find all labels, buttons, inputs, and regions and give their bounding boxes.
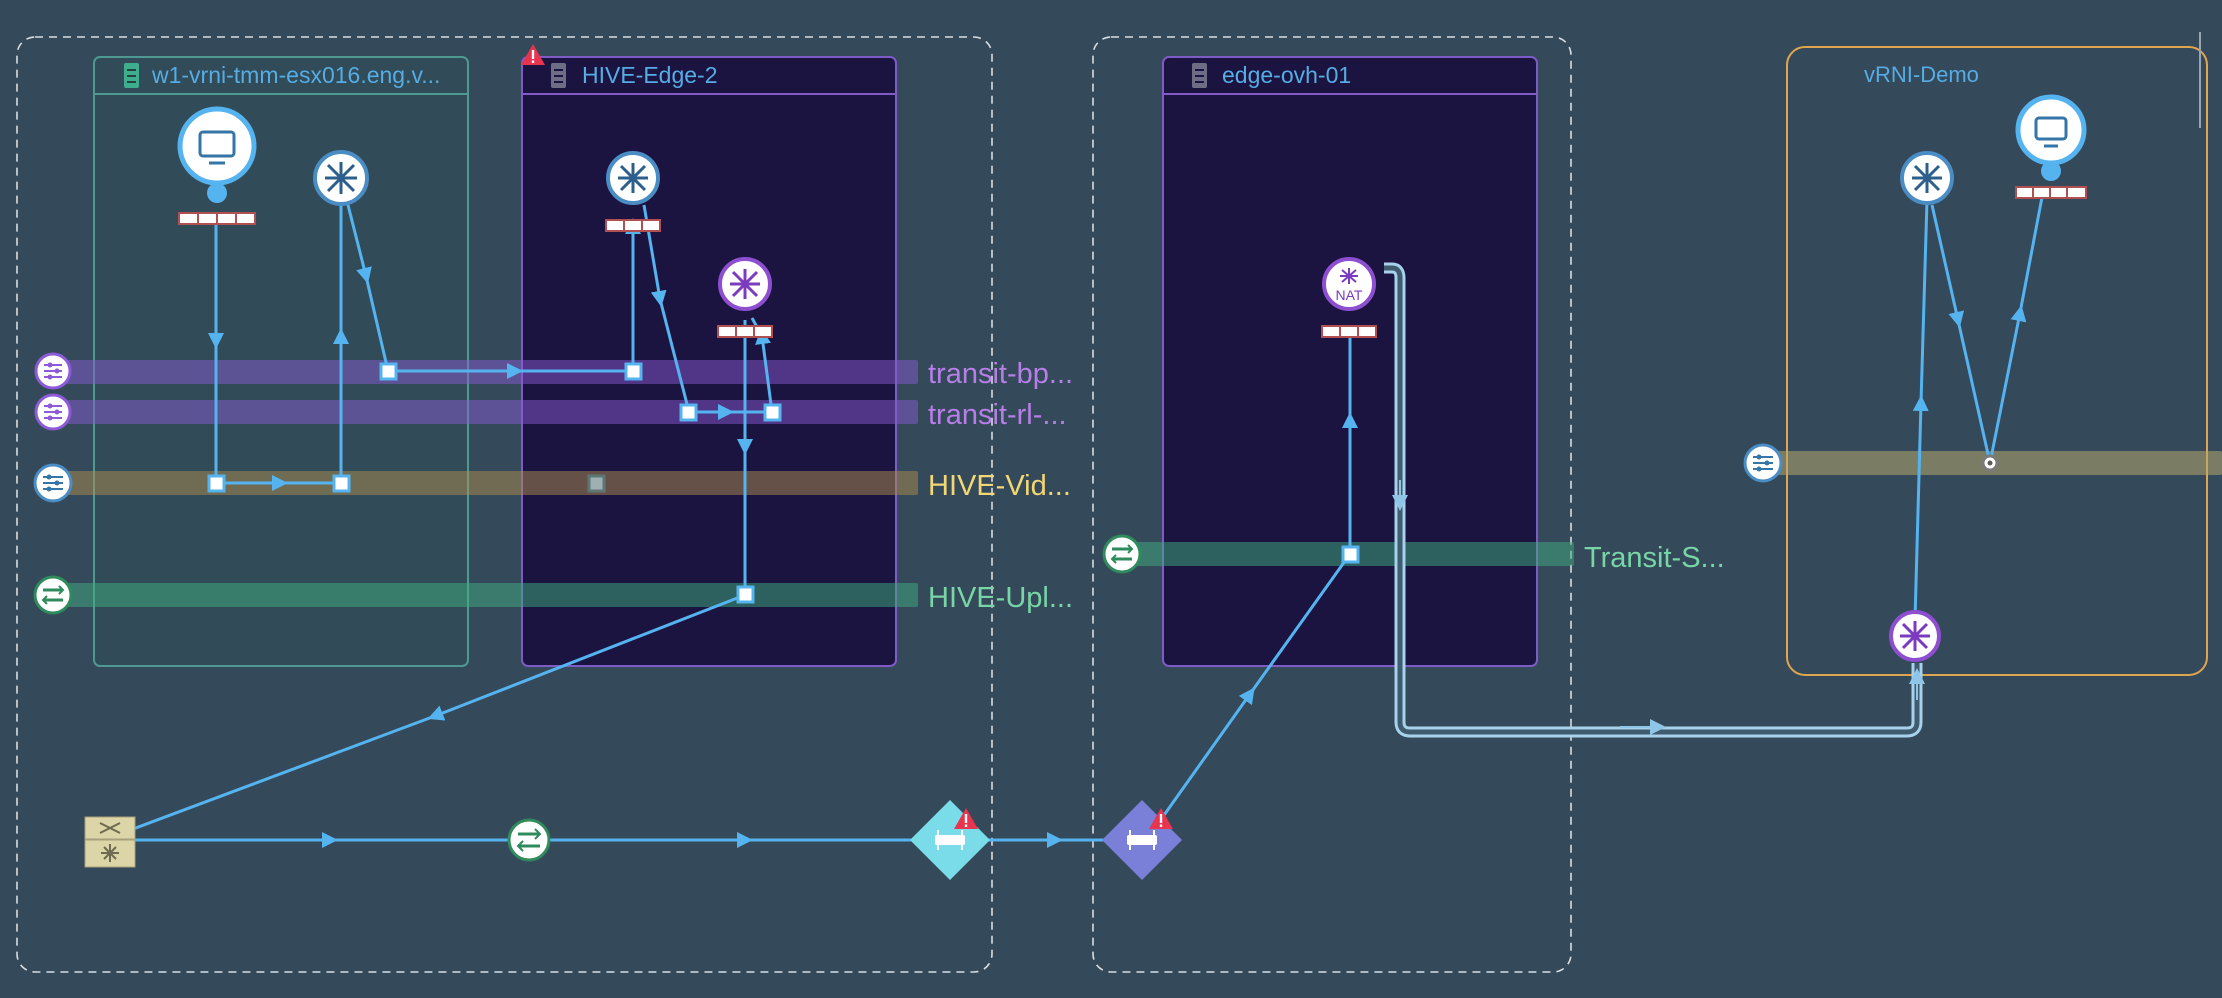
host-server-icon	[124, 63, 139, 88]
warning-icon	[954, 808, 978, 829]
group-boundary-left	[16, 36, 993, 973]
segment-label-transit-bp: transit-bp...	[928, 358, 1073, 390]
segment-label-hive-upl: HIVE-Upl...	[928, 582, 1073, 614]
firewall-bar	[1321, 325, 1377, 338]
switch-icon[interactable]	[33, 575, 73, 615]
firewall-bar	[717, 325, 773, 338]
flow-line	[1919, 199, 1929, 404]
host-esx016-title: w1-vrni-tmm-esx016.eng.v...	[151, 62, 440, 88]
flow-line	[346, 204, 372, 284]
flow-line	[1930, 204, 1965, 328]
firewall-bar	[605, 219, 661, 232]
warning-icon	[1149, 808, 1173, 829]
port-inactive	[587, 474, 606, 493]
port[interactable]	[207, 474, 226, 493]
firewall-bar	[2015, 186, 2087, 199]
port[interactable]	[736, 585, 755, 604]
host-vrni-demo-title: vRNI-Demo	[1864, 62, 1979, 87]
vm-monitor-icon[interactable]	[2015, 94, 2087, 181]
port[interactable]	[1341, 545, 1360, 564]
segment-band-hive-upl[interactable]	[42, 583, 918, 607]
host-vrni-demo[interactable]: vRNI-Demo	[1786, 46, 2208, 676]
host-hive-edge-2-title: HIVE-Edge-2	[582, 62, 718, 88]
port[interactable]	[763, 403, 782, 422]
host-edge-ovh-01-title: edge-ovh-01	[1222, 62, 1351, 88]
group-boundary-middle	[1092, 36, 1572, 973]
firewall-bar	[178, 212, 256, 225]
flow-line	[1956, 305, 2027, 464]
segment-icon[interactable]	[34, 352, 72, 390]
nat-label: NAT	[1336, 287, 1363, 303]
port[interactable]	[679, 403, 698, 422]
tunnel-path-inner	[1384, 265, 1920, 735]
segment-label-transit-rl: transit-rl-...	[928, 399, 1067, 431]
router-icon[interactable]	[1900, 151, 1954, 205]
segment-icon[interactable]	[33, 463, 73, 503]
segment-icon[interactable]	[34, 393, 72, 431]
flow-line	[1912, 395, 1929, 621]
switch-icon[interactable]	[507, 818, 551, 862]
router-icon[interactable]	[606, 151, 660, 205]
host-hive-edge-2[interactable]: HIVE-Edge-2	[521, 56, 897, 667]
edge-gateway-icon[interactable]	[1102, 800, 1182, 880]
segment-band-hive-vid[interactable]	[42, 471, 918, 495]
flow-line	[124, 714, 436, 834]
warning-icon	[521, 44, 545, 65]
vm-monitor-icon[interactable]	[177, 106, 257, 203]
host-esx016[interactable]: w1-vrni-tmm-esx016.eng.v...	[93, 56, 469, 667]
segment-band-transit-rl[interactable]	[42, 400, 918, 424]
host-server-icon	[551, 63, 566, 88]
router-icon[interactable]	[1889, 610, 1941, 662]
segment-label-transit-s: Transit-S...	[1584, 542, 1725, 574]
segment-icon[interactable]	[1743, 443, 1783, 483]
router-icon[interactable]	[313, 150, 369, 206]
switch-icon[interactable]	[1102, 534, 1142, 574]
router-icon[interactable]	[718, 257, 772, 311]
segment-label-hive-vid: HIVE-Vid...	[928, 470, 1071, 502]
port[interactable]	[379, 362, 398, 381]
port[interactable]	[624, 362, 643, 381]
port[interactable]	[332, 474, 351, 493]
edge-gateway-icon[interactable]	[910, 800, 990, 880]
flow-line	[1160, 687, 1255, 819]
nat-router[interactable]: NAT	[1322, 257, 1376, 311]
physical-switch-icon[interactable]	[84, 816, 136, 868]
host-server-icon	[1192, 63, 1207, 88]
flow-line	[2018, 191, 2045, 314]
